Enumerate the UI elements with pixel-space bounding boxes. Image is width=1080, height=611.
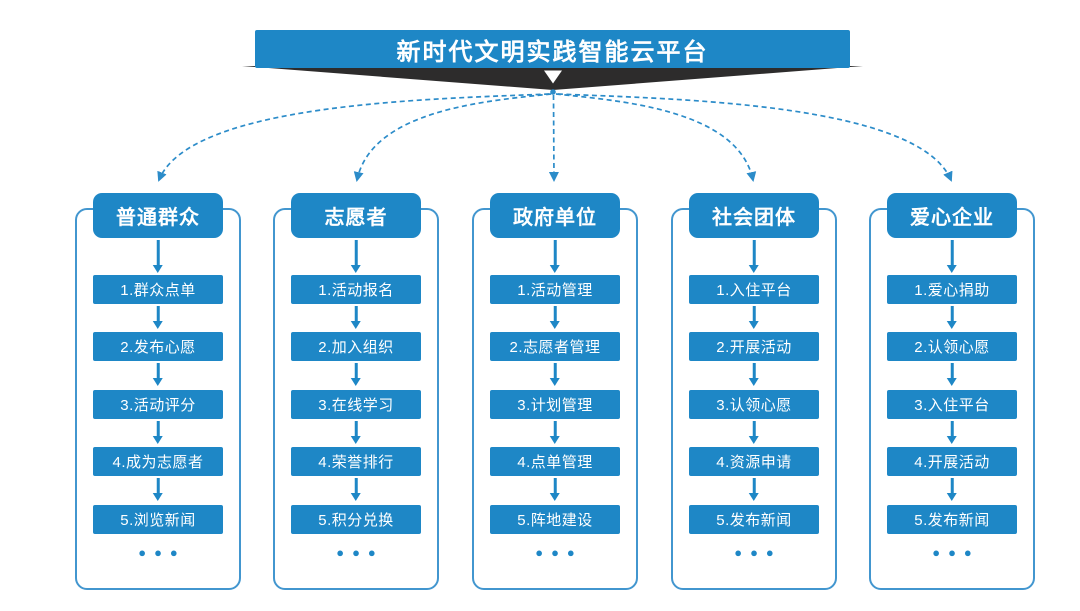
down-arrow-icon xyxy=(752,363,756,379)
connector-origin-dot xyxy=(550,89,556,95)
down-arrow-icon xyxy=(354,421,358,437)
flow-step: 3.在线学习 xyxy=(291,390,421,419)
flow-step: 2.加入组织 xyxy=(291,332,421,361)
down-arrow-icon xyxy=(553,363,557,379)
dashed-connector-4 xyxy=(555,93,757,182)
down-arrow-icon xyxy=(156,478,160,494)
down-arrow-icon xyxy=(950,421,954,437)
down-arrow-icon xyxy=(553,421,557,437)
flow-step: 5.发布新闻 xyxy=(689,505,819,534)
flow-step: 4.点单管理 xyxy=(490,447,620,476)
down-arrow-icon xyxy=(950,240,954,266)
column-header: 社会团体 xyxy=(689,193,819,238)
down-arrow-icon xyxy=(156,363,160,379)
dashed-connector-3 xyxy=(548,94,559,182)
flow-step: 2.开展活动 xyxy=(689,332,819,361)
down-arrow-icon xyxy=(752,306,756,322)
flow-step: 2.志愿者管理 xyxy=(490,332,620,361)
dashed-connector-1 xyxy=(157,93,550,182)
column-social-groups: 社会团体 1.入住平台 2.开展活动 3.认领心愿 4.资源申请 5.发布新闻 … xyxy=(671,193,837,593)
down-arrow-icon xyxy=(354,240,358,266)
column-header: 志愿者 xyxy=(291,193,421,238)
flow-step: 4.荣誉排行 xyxy=(291,447,421,476)
flow-step: 3.活动评分 xyxy=(93,390,223,419)
flow-step: 3.入住平台 xyxy=(887,390,1017,419)
down-arrow-icon xyxy=(553,240,557,266)
down-arrow-icon xyxy=(553,478,557,494)
column-header: 政府单位 xyxy=(490,193,620,238)
ellipsis-dots: ●●● xyxy=(535,545,583,560)
column-header: 普通群众 xyxy=(93,193,223,238)
title-pointer-icon xyxy=(544,70,562,84)
down-arrow-icon xyxy=(752,240,756,266)
down-arrow-icon xyxy=(752,421,756,437)
flow-step: 3.计划管理 xyxy=(490,390,620,419)
down-arrow-icon xyxy=(950,306,954,322)
column-ordinary-public: 普通群众 1.群众点单 2.发布心愿 3.活动评分 4.成为志愿者 5.浏览新闻… xyxy=(75,193,241,593)
flow-step: 5.阵地建设 xyxy=(490,505,620,534)
flow-step: 1.群众点单 xyxy=(93,275,223,304)
down-arrow-icon xyxy=(950,363,954,379)
dashed-connector-5 xyxy=(557,93,953,182)
flow-step: 5.发布新闻 xyxy=(887,505,1017,534)
column-government-units: 政府单位 1.活动管理 2.志愿者管理 3.计划管理 4.点单管理 5.阵地建设… xyxy=(472,193,638,593)
flow-step: 4.成为志愿者 xyxy=(93,447,223,476)
column-volunteers: 志愿者 1.活动报名 2.加入组织 3.在线学习 4.荣誉排行 5.积分兑换 ●… xyxy=(273,193,439,593)
down-arrow-icon xyxy=(156,240,160,266)
flow-step: 3.认领心愿 xyxy=(689,390,819,419)
down-arrow-icon xyxy=(950,478,954,494)
ellipsis-dots: ●●● xyxy=(734,545,782,560)
ellipsis-dots: ●●● xyxy=(336,545,384,560)
column-header: 爱心企业 xyxy=(887,193,1017,238)
platform-title: 新时代文明实践智能云平台 xyxy=(255,30,850,68)
down-arrow-icon xyxy=(354,306,358,322)
flow-step: 1.活动管理 xyxy=(490,275,620,304)
flow-step: 1.爱心捐助 xyxy=(887,275,1017,304)
flow-step: 2.认领心愿 xyxy=(887,332,1017,361)
column-caring-enterprises: 爱心企业 1.爱心捐助 2.认领心愿 3.入住平台 4.开展活动 5.发布新闻 … xyxy=(869,193,1035,593)
flow-step: 5.浏览新闻 xyxy=(93,505,223,534)
flow-step: 4.开展活动 xyxy=(887,447,1017,476)
flow-step: 1.活动报名 xyxy=(291,275,421,304)
down-arrow-icon xyxy=(156,421,160,437)
flow-step: 1.入住平台 xyxy=(689,275,819,304)
flow-step: 2.发布心愿 xyxy=(93,332,223,361)
dashed-connector-2 xyxy=(353,93,552,182)
down-arrow-icon xyxy=(354,363,358,379)
down-arrow-icon xyxy=(752,478,756,494)
flow-step: 4.资源申请 xyxy=(689,447,819,476)
down-arrow-icon xyxy=(553,306,557,322)
flow-step: 5.积分兑换 xyxy=(291,505,421,534)
ellipsis-dots: ●●● xyxy=(932,545,980,560)
down-arrow-icon xyxy=(354,478,358,494)
down-arrow-icon xyxy=(156,306,160,322)
ellipsis-dots: ●●● xyxy=(138,545,186,560)
